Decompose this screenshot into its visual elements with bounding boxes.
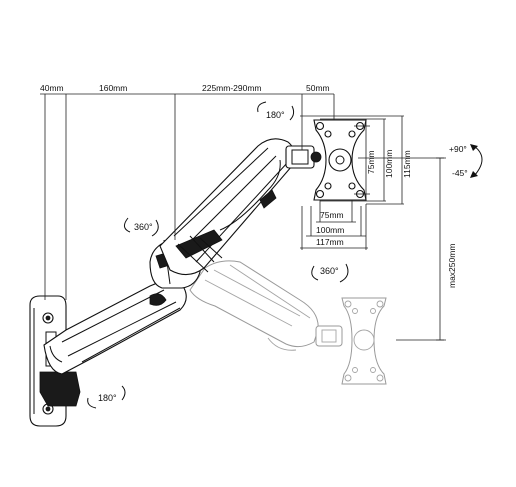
rotation-360-left: 360°: [134, 222, 153, 232]
wall-mount-plate: [29, 295, 81, 427]
dim-75mm-vertical: 75mm: [366, 150, 376, 174]
tilt-plus-90: +90°: [449, 144, 467, 154]
ghost-vesa-plate: [341, 297, 387, 385]
dimension-lines: [40, 93, 446, 341]
tilt-head: [285, 145, 322, 169]
dim-117mm-horizontal: 117mm: [316, 237, 344, 247]
dim-115mm-vertical: 115mm: [402, 150, 412, 178]
ghost-arm-lowered: [189, 260, 343, 351]
rotation-180-top: 180°: [266, 110, 285, 120]
dim-225-290mm: 225mm-290mm: [202, 83, 262, 93]
dim-160mm: 160mm: [99, 83, 127, 93]
rotation-arrows: [87, 101, 483, 409]
vesa-plate: [313, 119, 367, 201]
dim-100mm-vertical: 100mm: [384, 150, 394, 178]
tilt-minus-45: -45°: [452, 168, 468, 178]
dim-100mm-horizontal: 100mm: [316, 225, 344, 235]
dim-40mm: 40mm: [40, 83, 64, 93]
dim-50mm: 50mm: [306, 83, 330, 93]
dim-75mm-horizontal: 75mm: [320, 210, 344, 220]
rotation-360-bottom: 360°: [320, 266, 339, 276]
rotation-180-base: 180°: [98, 393, 117, 403]
upper-arm: [159, 138, 295, 276]
dim-max250mm: max250mm: [447, 244, 457, 288]
